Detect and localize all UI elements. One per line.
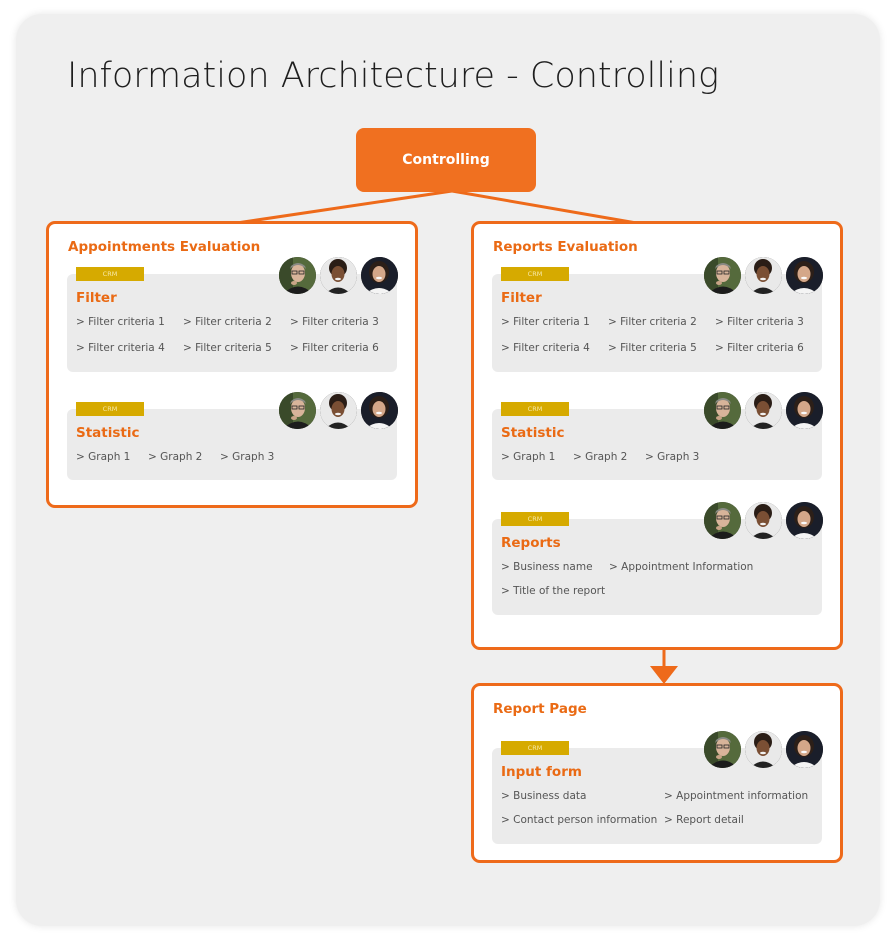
section-reports-evaluation: Reports Evaluation CRM Filter > Filter c…	[471, 221, 843, 650]
woman-curly-hair-avatar	[745, 257, 782, 294]
card-title: Input form	[501, 764, 582, 780]
woman-dark-hair-avatar	[786, 731, 823, 768]
card-filter: CRM Filter > Filter criteria 1 > Filter …	[67, 257, 398, 372]
list-item[interactable]: > Graph 1	[76, 451, 131, 463]
list-item[interactable]: > Filter criteria 6	[290, 342, 379, 354]
avatar-group	[704, 392, 823, 429]
list-item[interactable]: > Contact person information	[501, 814, 658, 826]
card-statistic: CRM Statistic > Graph 1 > Graph 2 > Grap…	[492, 392, 823, 480]
section-title: Report Page	[493, 701, 587, 717]
list-item[interactable]: > Filter criteria 2	[183, 316, 272, 328]
list-item[interactable]: > Filter criteria 2	[608, 316, 697, 328]
avatar-group	[704, 731, 823, 768]
woman-dark-hair-avatar	[786, 392, 823, 429]
card-title: Statistic	[76, 425, 140, 441]
list-item[interactable]: > Graph 3	[645, 451, 700, 463]
avatar-group	[704, 257, 823, 294]
avatar-group	[704, 502, 823, 539]
list-item[interactable]: > Appointment Information	[609, 561, 754, 573]
card-title: Filter	[501, 290, 542, 306]
section-report-page: Report Page CRM Input form > Business da…	[471, 683, 843, 863]
crm-tag: CRM	[501, 512, 569, 526]
crm-tag: CRM	[501, 267, 569, 281]
section-title: Appointments Evaluation	[68, 239, 261, 255]
man-with-glasses-avatar	[279, 257, 316, 294]
man-with-glasses-avatar	[704, 731, 741, 768]
avatar-group	[279, 392, 398, 429]
list-item[interactable]: > Business name	[501, 561, 593, 573]
crm-tag: CRM	[501, 741, 569, 755]
woman-curly-hair-avatar	[320, 392, 357, 429]
list-item[interactable]: > Filter criteria 4	[76, 342, 165, 354]
man-with-glasses-avatar	[704, 502, 741, 539]
woman-curly-hair-avatar	[745, 502, 782, 539]
woman-dark-hair-avatar	[786, 257, 823, 294]
woman-curly-hair-avatar	[320, 257, 357, 294]
list-item[interactable]: > Report detail	[664, 814, 744, 826]
woman-dark-hair-avatar	[361, 257, 398, 294]
woman-dark-hair-avatar	[361, 392, 398, 429]
list-item[interactable]: > Title of the report	[501, 585, 606, 597]
crm-tag: CRM	[501, 402, 569, 416]
woman-curly-hair-avatar	[745, 392, 782, 429]
man-with-glasses-avatar	[279, 392, 316, 429]
woman-curly-hair-avatar	[745, 731, 782, 768]
crm-tag: CRM	[76, 402, 144, 416]
list-item[interactable]: > Filter criteria 1	[501, 316, 590, 328]
card-title: Statistic	[501, 425, 565, 441]
list-item[interactable]: > Graph 3	[220, 451, 275, 463]
list-item[interactable]: > Filter criteria 3	[715, 316, 804, 328]
root-node-controlling[interactable]: Controlling	[356, 128, 536, 192]
list-item[interactable]: > Business data	[501, 790, 587, 802]
list-item[interactable]: > Graph 1	[501, 451, 556, 463]
woman-dark-hair-avatar	[786, 502, 823, 539]
list-item[interactable]: > Filter criteria 3	[290, 316, 379, 328]
card-title: Reports	[501, 535, 561, 551]
list-item[interactable]: > Filter criteria 5	[608, 342, 697, 354]
card-reports: CRM Reports > Business name > Appointmen…	[492, 502, 823, 615]
list-item[interactable]: > Filter criteria 4	[501, 342, 590, 354]
list-item[interactable]: > Filter criteria 1	[76, 316, 165, 328]
list-item[interactable]: > Filter criteria 5	[183, 342, 272, 354]
section-appointments-evaluation: Appointments Evaluation CRM Filter > Fil…	[46, 221, 418, 508]
man-with-glasses-avatar	[704, 257, 741, 294]
card-title: Filter	[76, 290, 117, 306]
card-input-form: CRM Input form > Business data > Appoint…	[492, 731, 823, 844]
man-with-glasses-avatar	[704, 392, 741, 429]
page-title: Information Architecture - Controlling	[67, 56, 720, 96]
list-item[interactable]: > Appointment information	[664, 790, 809, 802]
list-item[interactable]: > Filter criteria 6	[715, 342, 804, 354]
section-title: Reports Evaluation	[493, 239, 638, 255]
crm-tag: CRM	[76, 267, 144, 281]
card-filter: CRM Filter > Filter criteria 1 > Filter …	[492, 257, 823, 372]
card-statistic: CRM Statistic > Graph 1 > Graph 2 > Grap…	[67, 392, 398, 480]
list-item[interactable]: > Graph 2	[148, 451, 203, 463]
avatar-group	[279, 257, 398, 294]
list-item[interactable]: > Graph 2	[573, 451, 628, 463]
